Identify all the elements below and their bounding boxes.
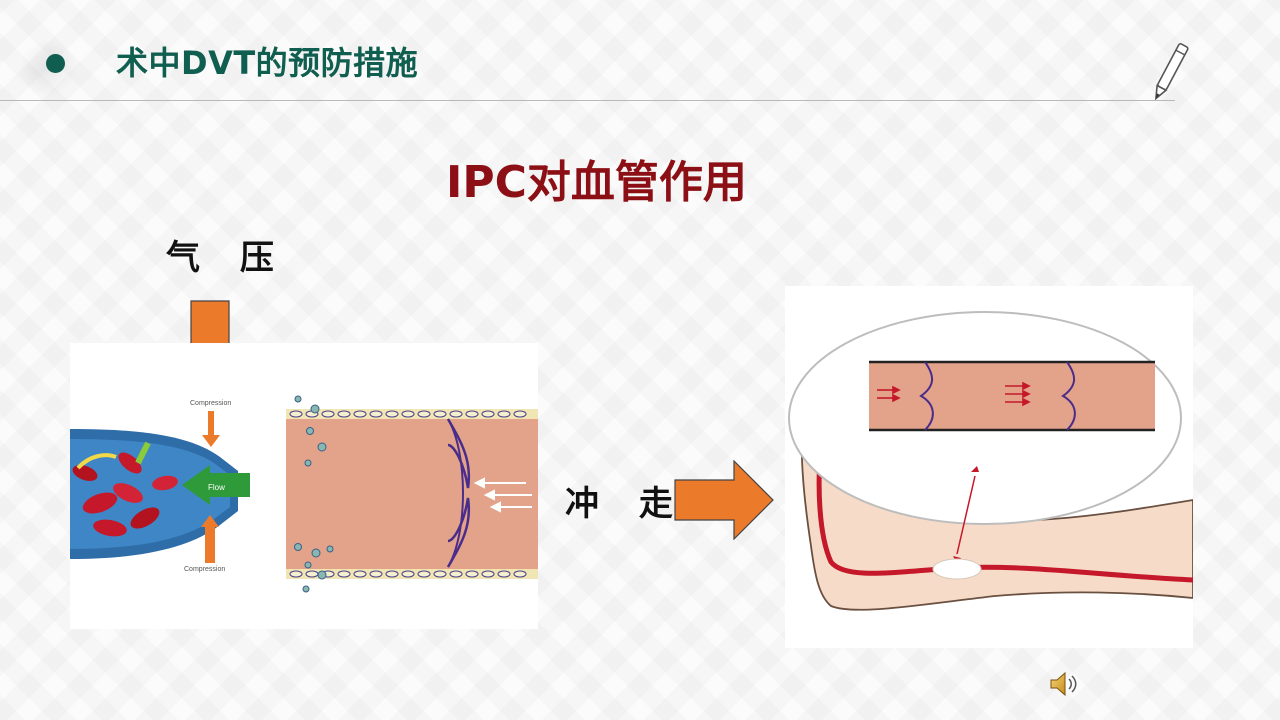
compression-vessel-illustration: Flow Compression Compression bbox=[70, 343, 538, 629]
slide-header-title: 术中DVT的预防措施 bbox=[116, 44, 419, 82]
speaker-icon[interactable] bbox=[1048, 668, 1080, 700]
header-bullet-dot bbox=[46, 54, 65, 73]
pen-icon bbox=[1154, 43, 1189, 101]
compression-bottom-label: Compression bbox=[184, 566, 225, 573]
compression-top-label: Compression bbox=[190, 400, 231, 407]
flow-label: Flow bbox=[208, 483, 225, 492]
pressure-label: 气 压 bbox=[166, 238, 288, 278]
main-title: IPC对血管作用 bbox=[446, 157, 747, 208]
flush-label: 冲 走 bbox=[565, 484, 687, 524]
arrow-right-icon bbox=[674, 460, 774, 540]
header-divider bbox=[0, 100, 1175, 101]
leg-vein-illustration bbox=[785, 286, 1193, 648]
